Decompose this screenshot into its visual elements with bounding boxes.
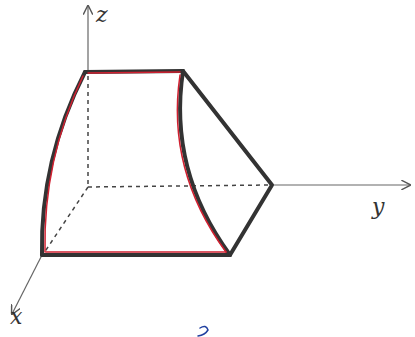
axis-label: x	[10, 306, 22, 328]
red-highlight	[88, 72, 180, 73]
y-axis	[272, 184, 410, 185]
solid-edge	[183, 71, 272, 255]
solid-edge	[42, 253, 230, 257]
solid-edge	[85, 71, 183, 72]
axis-label: z	[96, 4, 108, 26]
axis-label: y	[372, 196, 384, 218]
hidden-edge	[88, 185, 270, 187]
red-highlight	[46, 251, 226, 253]
hidden-edge	[87, 76, 89, 187]
hidden-edge	[44, 187, 88, 253]
solid-edge	[42, 72, 85, 255]
red-highlight	[177, 75, 226, 252]
red-highlight	[45, 76, 83, 252]
blue-mark	[198, 326, 208, 336]
z-axis	[87, 6, 88, 72]
